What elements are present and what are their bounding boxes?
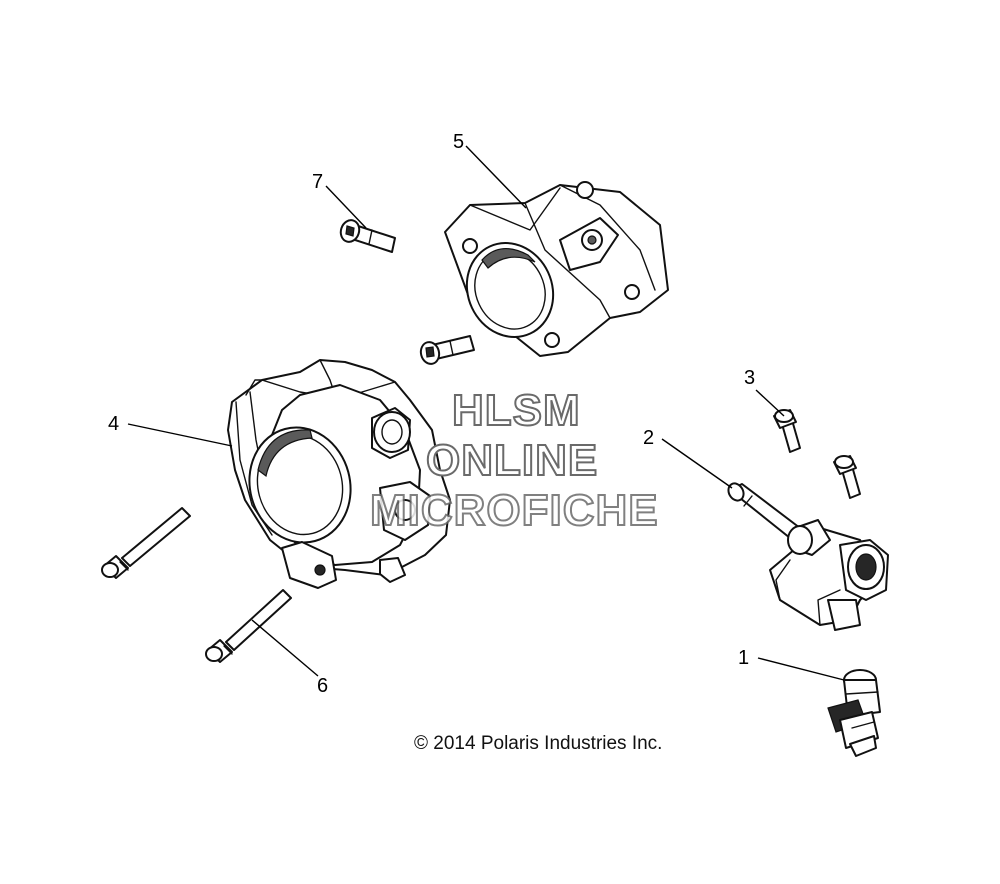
callout-7: 7 (312, 171, 323, 193)
watermark-line-1: HLSM (451, 385, 581, 436)
leader-lines (127, 145, 845, 681)
copyright-notice: © 2014 Polaris Industries Inc. (414, 733, 663, 754)
throttle-body-part-4 (227, 359, 451, 589)
flange-bolt-second (833, 455, 861, 499)
fuel-rail-part-2 (727, 482, 889, 631)
leader-3 (755, 389, 785, 417)
leader-2 (661, 438, 733, 489)
leader-7 (325, 185, 367, 229)
callout-2: 2 (643, 427, 654, 449)
leader-5 (465, 145, 527, 209)
watermark-line-3: MICROFICHE (369, 485, 659, 536)
cap-screw-lower (419, 335, 475, 365)
fuel-injector-part-1 (827, 669, 881, 757)
callout-4: 4 (108, 413, 119, 435)
callout-5: 5 (453, 131, 464, 153)
intake-adapter-part-5 (444, 181, 669, 357)
flange-bolt-part-6-upper (101, 507, 191, 579)
callout-numbers: 1 2 3 4 5 6 7 (108, 131, 755, 697)
callout-6: 6 (317, 675, 328, 697)
callout-3: 3 (744, 367, 755, 389)
watermark-line-2: ONLINE (425, 435, 599, 486)
leader-1 (757, 657, 845, 681)
leader-4 (127, 423, 233, 447)
leader-6 (251, 619, 319, 677)
callout-1: 1 (738, 647, 749, 669)
cap-screw-part-7 (339, 219, 396, 253)
flange-bolt-part-3 (773, 409, 801, 453)
flange-bolt-part-6-lower (205, 589, 292, 663)
